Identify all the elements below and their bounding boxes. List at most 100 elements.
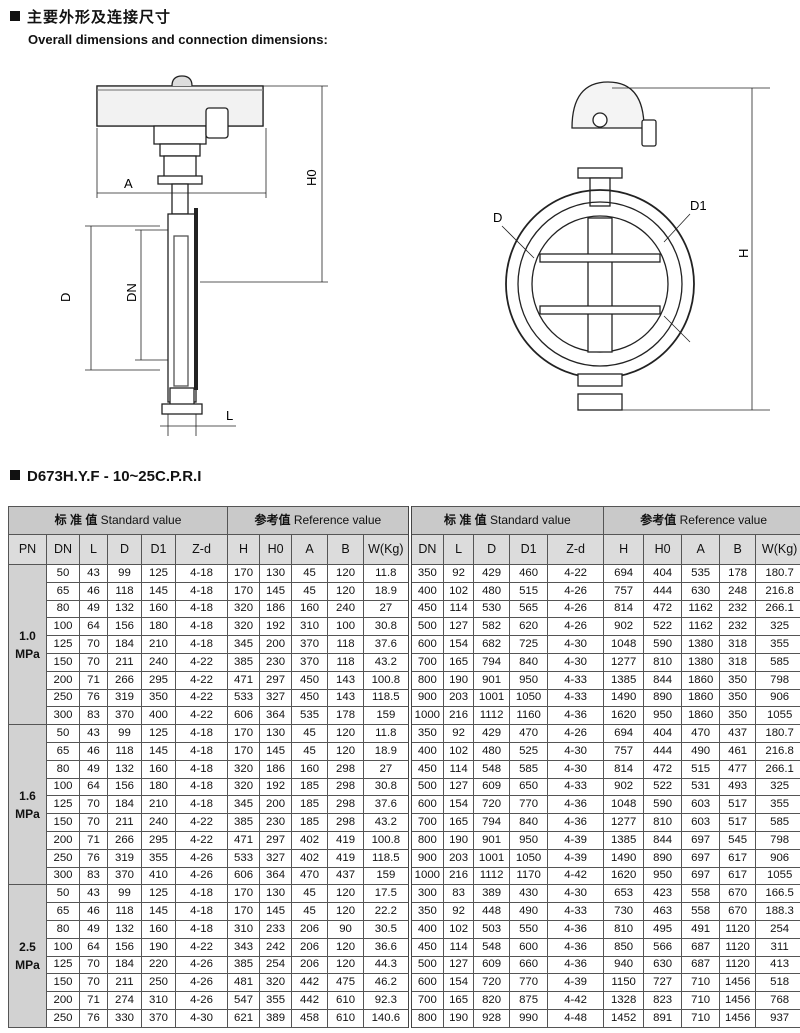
bullet-square-icon xyxy=(10,11,20,21)
table-cell: 320 xyxy=(227,777,261,797)
table-cell: 4-18 xyxy=(174,599,229,619)
table-cell: 200 xyxy=(46,991,80,1010)
table-cell: 50 xyxy=(46,724,80,743)
table-cell: 4-18 xyxy=(174,564,229,583)
column-header: DN xyxy=(407,534,445,565)
table-cell: 46.2 xyxy=(363,973,411,993)
table-cell: 430 xyxy=(509,884,549,904)
table-cell: 582 xyxy=(473,617,511,637)
table-cell: 4-26 xyxy=(174,866,229,886)
table-cell: 423 xyxy=(643,884,683,904)
table-cell: 4-18 xyxy=(174,759,229,779)
table-cell: 120 xyxy=(327,937,365,957)
table-cell: 120 xyxy=(327,564,365,583)
group-reference-left: 参考值 Reference value xyxy=(227,506,411,535)
table-cell: 350 xyxy=(407,724,445,743)
table-cell: 400 xyxy=(407,919,445,939)
table-cell: 610 xyxy=(327,1008,365,1028)
side-view-dimensions xyxy=(85,85,328,436)
table-cell: 844 xyxy=(643,830,683,850)
table-cell: 118 xyxy=(327,635,365,654)
table-cell: 184 xyxy=(107,635,142,654)
table-cell: 475 xyxy=(327,973,365,993)
table-cell: 4-18 xyxy=(174,635,229,654)
table-cell: 132 xyxy=(107,599,142,619)
table-cell: 1860 xyxy=(681,706,721,726)
label-DN: DN xyxy=(124,283,139,302)
table-cell: 700 xyxy=(407,813,445,832)
table-cell: 4-33 xyxy=(547,777,605,797)
table-cell: 697 xyxy=(681,866,721,886)
table-cell: 477 xyxy=(719,759,757,779)
label-D1: D1 xyxy=(690,198,707,213)
table-cell: 4-30 xyxy=(547,652,605,672)
table-cell: 400 xyxy=(141,706,176,726)
table-cell: 120 xyxy=(327,581,365,601)
table-cell: 320 xyxy=(227,599,261,619)
table-cell: 80 xyxy=(46,759,80,779)
table-cell: 650 xyxy=(509,777,549,797)
table-cell: 500 xyxy=(407,777,445,797)
table-cell: 370 xyxy=(107,706,142,726)
table-cell: 80 xyxy=(46,919,80,939)
table-cell: 4-22 xyxy=(174,830,229,850)
column-header: D xyxy=(473,534,511,565)
label-D: D xyxy=(58,293,73,302)
table-cell: 203 xyxy=(443,848,475,868)
table-cell: 525 xyxy=(509,741,549,761)
table-cell: 500 xyxy=(407,955,445,975)
table-cell: 310 xyxy=(291,617,329,637)
table-cell: 350 xyxy=(719,706,757,726)
table-cell: 518 xyxy=(755,973,800,993)
table-cell: 230 xyxy=(259,813,293,832)
table-cell: 522 xyxy=(643,617,683,637)
table-cell: 1050 xyxy=(509,688,549,708)
table-cell: 875 xyxy=(509,991,549,1010)
table-cell: 450 xyxy=(407,759,445,779)
table-cell: 118 xyxy=(107,902,142,921)
table-cell: 65 xyxy=(46,902,80,921)
table-cell: 11.8 xyxy=(363,564,411,583)
table-cell: 404 xyxy=(643,724,683,743)
table-cell: 404 xyxy=(643,564,683,583)
table-cell: 211 xyxy=(107,652,142,672)
table-cell: 355 xyxy=(755,795,800,815)
table-cell: 100 xyxy=(327,617,365,637)
table-cell: 437 xyxy=(719,724,757,743)
table-cell: 92 xyxy=(443,724,475,743)
table-cell: 114 xyxy=(443,937,475,957)
table-cell: 27 xyxy=(363,599,411,619)
table-cell: 590 xyxy=(643,795,683,815)
table-cell: 621 xyxy=(227,1008,261,1028)
column-header: H xyxy=(603,534,645,565)
table-cell: 558 xyxy=(681,884,721,904)
table-cell: 327 xyxy=(259,848,293,868)
table-cell: 630 xyxy=(681,581,721,601)
table-cell: 4-22 xyxy=(174,706,229,726)
column-header: W(Kg) xyxy=(363,534,411,565)
table-cell: 450 xyxy=(407,599,445,619)
table-cell: 4-42 xyxy=(547,866,605,886)
table-cell: 4-39 xyxy=(547,830,605,850)
table-cell: 697 xyxy=(681,848,721,868)
table-cell: 49 xyxy=(79,599,108,619)
table-cell: 114 xyxy=(443,599,475,619)
table-cell: 170 xyxy=(227,741,261,761)
table-cell: 385 xyxy=(227,652,261,672)
table-cell: 125 xyxy=(46,795,80,815)
table-cell: 240 xyxy=(141,652,176,672)
table-cell: 1620 xyxy=(603,706,645,726)
section-title-cn: 主要外形及连接尺寸 xyxy=(10,6,171,27)
table-cell: 4-48 xyxy=(547,1008,605,1028)
table-cell: 145 xyxy=(259,741,293,761)
table-cell: 319 xyxy=(107,848,142,868)
model-heading: D673H.Y.F - 10~25C.P.R.I xyxy=(10,468,201,485)
table-cell: 30.8 xyxy=(363,617,411,637)
table-cell: 43 xyxy=(79,564,108,583)
column-header: B xyxy=(719,534,757,565)
front-view-dimensions xyxy=(501,87,770,411)
table-cell: 185 xyxy=(291,813,329,832)
table-cell: 770 xyxy=(509,795,549,815)
